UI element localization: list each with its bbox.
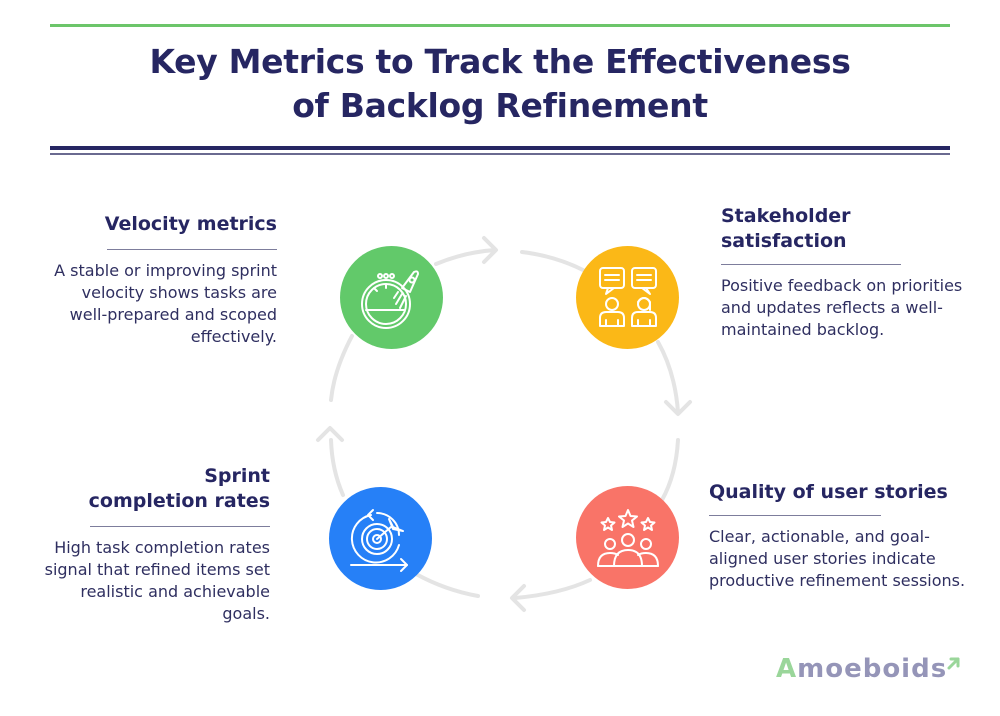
rated-team-icon: [596, 508, 659, 567]
stakeholders-chat-icon: [598, 266, 657, 327]
top-divider: [50, 24, 950, 27]
title-line-2: of Backlog Refinement: [292, 86, 708, 125]
velocity-node: [340, 246, 443, 349]
stakeholder-satisfaction-block: Stakeholder satisfaction Positive feedba…: [721, 204, 971, 341]
quality-user-stories-description: Clear, actionable, and goal-aligned user…: [709, 527, 966, 590]
amoeboids-logo: Amoeboids: [776, 654, 947, 684]
ring-arc-right-top: [656, 340, 680, 414]
ring-arc-right-bottom: [660, 438, 680, 502]
stakeholder-divider: [721, 264, 901, 265]
stakeholder-node: [576, 246, 679, 349]
sprint-divider: [90, 526, 270, 527]
velocity-divider: [107, 249, 277, 250]
ring-arc-top-right: [520, 250, 585, 272]
sprint-title-line-1: Sprint: [204, 465, 270, 487]
quality-user-stories-block: Quality of user stories Clear, actionabl…: [709, 480, 979, 592]
title-divider-thick: [50, 146, 950, 150]
velocity-metrics-title: Velocity metrics: [104, 213, 277, 235]
logo-text: moeboids: [797, 654, 948, 684]
ring-arc-bottom-left: [414, 572, 480, 598]
ring-arc-left-bottom: [329, 438, 345, 497]
ring-arc-left-top: [329, 334, 354, 402]
arrow-right-icon: [482, 236, 498, 264]
quality-user-stories-title: Quality of user stories: [709, 481, 948, 503]
target-cycle-icon: [349, 508, 408, 572]
sprint-completion-block: Sprint completion rates High task comple…: [30, 464, 270, 625]
stakeholder-satisfaction-description: Positive feedback on priorities and upda…: [721, 276, 963, 339]
sprint-completion-title: Sprint completion rates: [30, 464, 270, 514]
velocity-metrics-block: Velocity metrics A stable or improving s…: [40, 212, 277, 348]
sprint-node: [329, 487, 432, 590]
stakeholder-title-line-2: satisfaction: [721, 230, 847, 252]
page-title: Key Metrics to Track the Effectiveness o…: [0, 40, 1000, 128]
ring-arc-top-left: [434, 248, 497, 266]
arrow-down-icon: [664, 400, 692, 416]
velocity-metrics-description: A stable or improving sprint velocity sh…: [54, 261, 277, 346]
arrow-up-icon: [316, 426, 344, 442]
title-line-1: Key Metrics to Track the Effectiveness: [149, 42, 851, 81]
logo-first-letter: A: [776, 654, 798, 684]
quality-divider: [709, 515, 881, 516]
stakeholder-title-line-1: Stakeholder: [721, 205, 851, 227]
sprint-completion-description: High task completion rates signal that r…: [44, 538, 270, 623]
ring-arc-bottom-right: [513, 578, 592, 600]
stakeholder-satisfaction-title: Stakeholder satisfaction: [721, 204, 971, 254]
title-divider-thin: [50, 153, 950, 155]
sprint-title-line-2: completion rates: [88, 490, 270, 512]
quality-node: [576, 486, 679, 589]
speedometer-rocket-icon: [360, 269, 419, 329]
logo-arrow-icon: [947, 657, 960, 670]
arrow-left-icon: [510, 584, 526, 612]
